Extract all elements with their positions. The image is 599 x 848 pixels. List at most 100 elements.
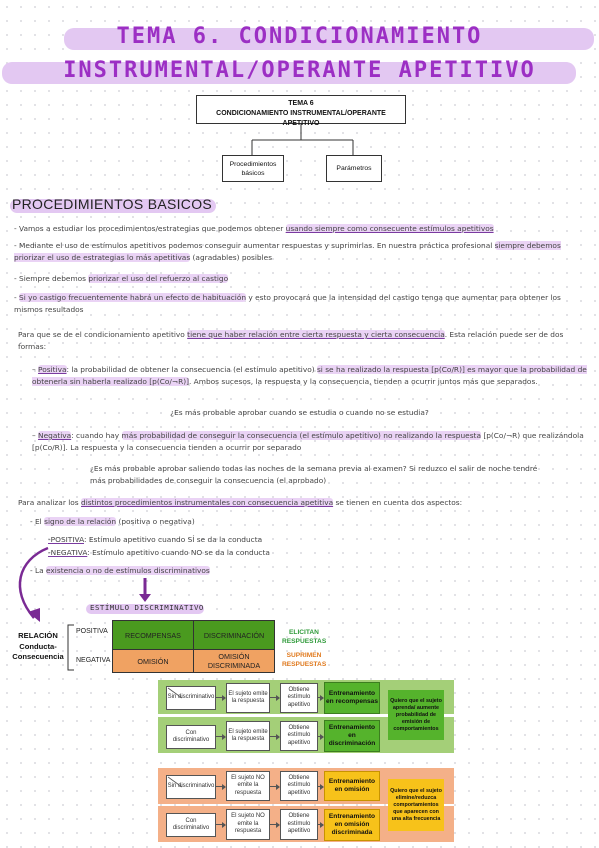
flow-green-note: Quiero que el sujeto aprenda/ aumente pr… [388, 690, 444, 740]
flow-arrow [269, 783, 280, 790]
title-highlight-1 [64, 28, 594, 50]
table-brace [67, 624, 74, 671]
positiva-label: Positiva [38, 365, 67, 374]
slash-icon [167, 687, 183, 699]
flow-arrow [215, 783, 226, 790]
negativa-question: ¿Es más probable aprobar saliendo todas … [90, 464, 538, 485]
aspect-1-text-end: (positiva o negativa) [116, 517, 195, 526]
positiva-text-end: . Ambos sucesos, la respuesta y la conse… [188, 377, 538, 386]
flow-orange-note-label: Quiero que el sujeto elimine/reduzca com… [390, 787, 442, 822]
flow-arrow [215, 733, 226, 740]
flow-green-1-a-label: Sin discriminativo [167, 694, 215, 701]
aspect-2-text: - La [30, 566, 47, 575]
flow-green-note-label: Quiero que el sujeto aprenda/ aumente pr… [390, 697, 442, 732]
flow-orange-1-c: Obtiene estímulo apetitivo [280, 771, 318, 801]
table-elicit-label: ELICITAN RESPUESTAS [282, 629, 327, 645]
flow-green-2-a: Con discriminativo [166, 725, 216, 749]
negativa-label: Negativa [38, 431, 72, 440]
flow-orange-1-a: Sin discriminativo [166, 775, 216, 799]
diagram-child-procedures: Procedimientos básicos [222, 155, 284, 182]
intro-highlight: tiene que haber relación entre cierta re… [187, 330, 445, 339]
flow-arrow [317, 733, 324, 740]
flow-arrow [317, 694, 324, 701]
table-cell-recompensas: RECOMPENSAS [112, 620, 194, 650]
analysis-highlight: distintos procedimientos instrumentales … [81, 498, 334, 507]
flow-green-1-c-label: Obtiene estímulo apetitivo [287, 686, 311, 708]
flow-arrow [317, 821, 324, 828]
aspect-1-highlight: signo de la relación [44, 517, 117, 526]
flow-green-1-a: Sin discriminativo [166, 686, 216, 710]
flow-arrow [317, 783, 324, 790]
bullet-4-text-end: y esto provocará que la intensidad del c… [14, 293, 561, 314]
flow-green-1-result: Entrenamiento en recompensas [324, 682, 380, 714]
flow-orange-1-result: Entrenamiento en omisión [324, 771, 380, 801]
negativa-text: : cuando hay [71, 431, 122, 440]
flow-arrow [269, 694, 280, 701]
flow-green-1-b-label: El sujeto emite la respuesta [228, 690, 268, 705]
section-title-highlight [10, 199, 216, 213]
diagram-child-parameters-label: Parámetros [336, 165, 372, 172]
bullet-3-highlight: priorizar el uso del refuerzo al castigo [88, 274, 229, 283]
bullet-4: - Si yo castigo frecuentemente habrá un … [14, 292, 586, 316]
flow-orange-note: Quiero que el sujeto elimine/reduzca com… [388, 779, 444, 831]
diagram-child-parameters: Parámetros [326, 155, 382, 182]
flow-green-2-result-label: Entrenamiento en discriminación [328, 724, 376, 747]
table-cell-omision-discriminada: OMISIÓN DISCRIMINADA [193, 649, 275, 673]
table-row-negativa: NEGATIVA [76, 657, 111, 664]
flow-orange-2-c: Obtiene estímulo apetitivo [280, 809, 318, 840]
positiva-question: ¿Es más probable aprobar cuando se estud… [170, 408, 429, 417]
flow-orange-1-result-label: Entrenamiento en omisión [328, 778, 376, 793]
bullet-3: - Siempre debemos priorizar el uso del r… [14, 273, 586, 285]
flow-green-2-c: Obtiene estímulo apetitivo [280, 721, 318, 751]
slash-icon [167, 776, 183, 788]
diagram-root-line-1: TEMA 6 [288, 100, 314, 107]
aspect-2: - La existencia o no de estímulos discri… [30, 565, 599, 577]
table-row-positiva: POSITIVA [76, 628, 108, 635]
flow-arrow [269, 733, 280, 740]
table-suppress-label: SUPRIMEN RESPUESTAS [282, 652, 327, 668]
bullet-1-text: - Vamos a estudiar los procedimientos/es… [14, 224, 286, 233]
positiva-paragraph: – Positiva: la probabilidad de obtener l… [32, 365, 587, 386]
flow-orange-2-b: El sujeto NO emite la respuesta [226, 809, 270, 840]
title-line-2: INSTRUMENTAL/OPERANTE APETITIVO [63, 58, 536, 83]
bullet-2: - Mediante el uso de estímulos apetitivo… [14, 240, 586, 264]
analysis-paragraph: Para analizar los distintos procedimient… [18, 497, 590, 509]
flow-green-1-b: El sujeto emite la respuesta [226, 683, 270, 713]
diagram-root-box: TEMA 6 CONDICIONAMIENTO INSTRUMENTAL/OPE… [196, 95, 406, 127]
aspect-positiva: -POSITIVA: Estímulo apetitivo cuando SÍ … [48, 534, 599, 546]
bullet-2-text: - Mediante el uso de estímulos apetitivo… [14, 241, 495, 250]
flow-arrow [269, 821, 280, 828]
flow-orange-2-c-label: Obtiene estímulo apetitivo [287, 813, 311, 835]
negativa-text-end: [p(Co/¬R) que realizándola [p(Co/R)]. La… [32, 431, 584, 452]
flow-orange-1-a-label: Sin discriminativo [167, 783, 215, 790]
bullet-4-text: - [14, 293, 20, 302]
flow-orange-2-a: Con discriminativo [166, 813, 216, 837]
aspect-negativa-text: : Estímulo apetitivo cuando NO se da la … [87, 548, 270, 557]
flow-orange-2-result: Entrenamiento en omisión discriminada [324, 809, 380, 841]
aspect-positiva-label: -POSITIVA [48, 535, 85, 544]
intro-paragraph: Para que se de el condicionamiento apeti… [18, 329, 586, 353]
flow-green-2-b-label: El sujeto emite la respuesta [228, 728, 268, 743]
bullet-3-text: - Siempre debemos [14, 274, 89, 283]
aspect-2-highlight: existencia o no de estímulos discriminat… [46, 566, 210, 575]
aspect-positiva-text: : Estímulo apetitivo cuando SÍ se da la … [84, 535, 263, 544]
intro-text-end: . Esta relación puede ser de dos formas: [18, 330, 564, 351]
flow-green-2-result: Entrenamiento en discriminación [324, 720, 380, 752]
flow-green-2-c-label: Obtiene estímulo apetitivo [287, 724, 311, 746]
flow-orange-1-b: El sujeto NO emite la respuesta [226, 771, 270, 801]
table-header: ESTÍMULO DISCRIMINATIVO [90, 603, 204, 612]
title-line-1: TEMA 6. CONDICIONAMIENTO [116, 24, 483, 49]
flow-green-1-c: Obtiene estímulo apetitivo [280, 683, 318, 713]
flow-green-2-a-label: Con discriminativo [172, 729, 210, 744]
bullet-2-text-end: (agradables) posibles [190, 253, 273, 262]
section-title: PROCEDIMIENTOS BASICOS [12, 196, 213, 212]
diagram-root-line-2: CONDICIONAMIENTO INSTRUMENTAL/OPERANTE A… [216, 110, 386, 127]
aspect-negativa: -NEGATIVA: Estímulo apetitivo cuando NO … [48, 547, 599, 559]
analysis-text: Para analizar los [18, 498, 81, 507]
aspect-negativa-label: -NEGATIVA [48, 548, 88, 557]
analysis-text-end: se tienen en cuenta dos aspectos: [333, 498, 463, 507]
negativa-paragraph: – Negativa: cuando hay más probabilidad … [32, 431, 584, 452]
table-header-highlight [86, 604, 204, 614]
bullet-1-highlight: usando siempre como consecuente estímulo… [285, 224, 494, 233]
